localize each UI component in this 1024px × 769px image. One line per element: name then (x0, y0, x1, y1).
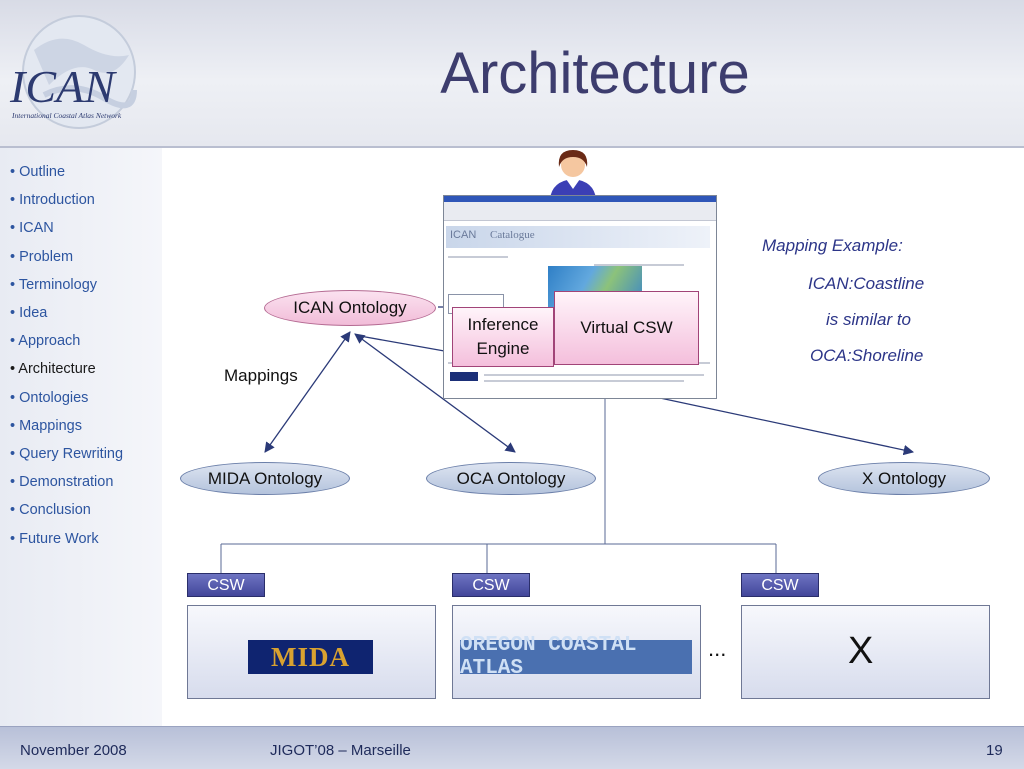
outline-item-future-work[interactable]: • Future Work (10, 530, 99, 547)
mida-ontology: MIDA Ontology (180, 462, 350, 495)
mida-logo: MIDA (248, 640, 373, 674)
mapping-example-line1: ICAN:Coastline (808, 274, 925, 293)
outline-item-approach[interactable]: • Approach (10, 333, 81, 350)
outline-item-terminology[interactable]: • Terminology (10, 276, 98, 293)
x-ontology: X Ontology (818, 462, 990, 495)
mapping-example-line3: OCA:Shoreline (810, 346, 924, 365)
screenshot-brand: ICAN (450, 229, 477, 241)
logo-subtext: International Coastal Atlas Network (11, 111, 122, 120)
screenshot-mida-badge (450, 372, 478, 381)
outline-item-demonstration[interactable]: • Demonstration (10, 474, 114, 491)
outline-item-mappings[interactable]: • Mappings (10, 417, 82, 434)
slide-header: ICAN International Coastal Atlas Network… (0, 0, 1024, 148)
csw-label-x: CSW (741, 573, 819, 597)
outline-item-ican[interactable]: • ICAN (10, 220, 54, 237)
oca-ontology: OCA Ontology (426, 462, 596, 495)
ican-ontology: ICAN Ontology (264, 290, 436, 326)
sidebar-outline: • Outline • Introduction • ICAN • Proble… (0, 148, 162, 728)
virtual-csw-box: Virtual CSW (554, 291, 699, 365)
x-source-box (741, 605, 990, 699)
footer-date: November 2008 (20, 742, 127, 759)
arrow-ican-mida (264, 331, 351, 453)
outline-item-outline[interactable]: • Outline (10, 164, 66, 180)
outline-item-problem[interactable]: • Problem (10, 248, 74, 265)
footer-event: JIGOT’08 – Marseille (270, 742, 411, 759)
mapping-example-heading: Mapping Example: (762, 236, 903, 255)
slide-number: 19 (986, 742, 1003, 759)
user-icon (550, 150, 596, 199)
outline-item-conclusion[interactable]: • Conclusion (10, 502, 91, 519)
outline-item-architecture[interactable]: • Architecture (10, 361, 96, 378)
ican-logo: ICAN International Coastal Atlas Network (9, 15, 137, 129)
arrow-ican-oca (354, 333, 516, 453)
csw-label-mida: CSW (187, 573, 265, 597)
outline-item-idea[interactable]: • Idea (10, 305, 48, 322)
arrow-catalogue-x (659, 397, 915, 456)
outline-item-introduction[interactable]: • Introduction (10, 192, 95, 209)
oca-logo: OREGON COASTAL ATLAS (460, 634, 692, 680)
slide-footer: November 2008 JIGOT’08 – Marseille 19 (0, 726, 1024, 769)
outline-item-ontologies[interactable]: • Ontologies (10, 389, 89, 406)
outline-list: • Outline • Introduction • ICAN • Proble… (10, 158, 123, 553)
mappings-label: Mappings (224, 366, 298, 385)
inference-engine-box: Inference Engine (452, 307, 554, 367)
logo-text: ICAN (9, 61, 117, 112)
line-engine-ican (359, 335, 451, 353)
screenshot-catalogue: Catalogue (490, 229, 535, 241)
x-source-label: X (848, 630, 874, 672)
slide-title: Architecture (440, 41, 750, 106)
more-sources-ellipsis: ... (708, 636, 727, 661)
outline-item-query-rewriting[interactable]: • Query Rewriting (10, 446, 124, 463)
csw-label-oca: CSW (452, 573, 530, 597)
mapping-example-line2: is similar to (826, 310, 912, 329)
